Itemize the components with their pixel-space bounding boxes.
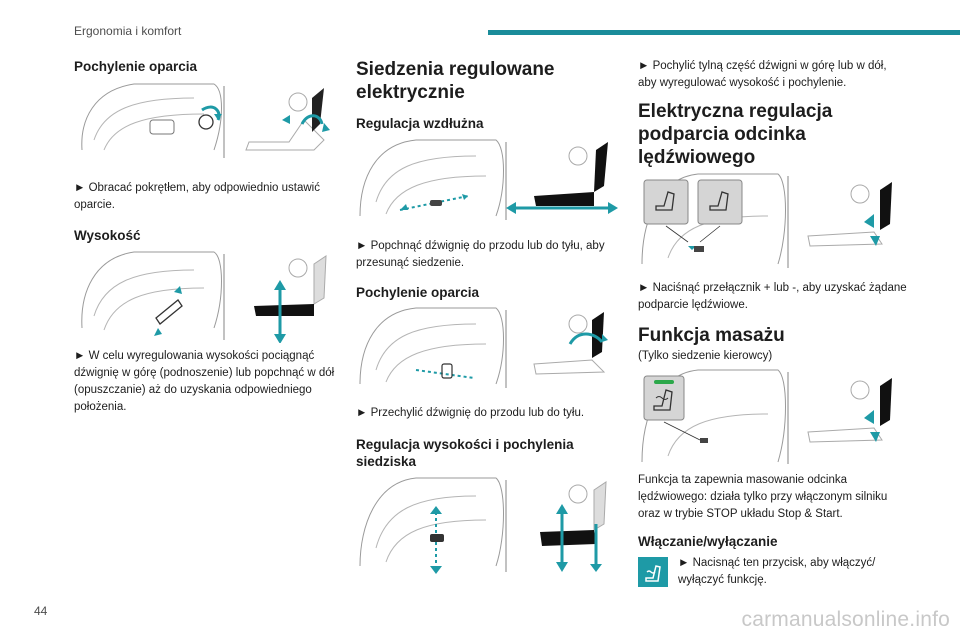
text-height: ► W celu wyregulowania wysokości pociągn… [74, 350, 335, 413]
illustration-lumbar [638, 172, 908, 272]
illustration-backrest-electric [356, 306, 618, 391]
section-title-longitudinal: Regulacja wzdłużna [356, 116, 484, 131]
section-title-backrest-tilt: Pochylenie oparcia [74, 59, 198, 74]
page-number: 44 [34, 604, 48, 618]
section-title-backrest-tilt-electric: Pochylenie oparcia [356, 285, 480, 300]
section-title-lumbar: Elektryczna regulacja podparcia odcinka … [638, 101, 833, 168]
massage-button-icon [638, 557, 668, 587]
text-backrest-tilt: ► Obracać pokrętłem, aby odpowiednio ust… [74, 182, 320, 211]
illustration-massage [638, 368, 908, 468]
illustration-longitudinal [356, 138, 618, 223]
header-accent-bar [488, 30, 960, 35]
section-title-on-off: Włączanie/wyłączanie [638, 534, 778, 549]
text-massage-note: (Tylko siedzenie kierowcy) [638, 350, 773, 362]
text-longitudinal: ► Popchnąć dźwignię do przodu lub do tył… [356, 240, 605, 269]
main-title-electric-seats: Siedzenia regulowane elektrycznie [356, 59, 555, 103]
illustration-backrest-knob [74, 80, 344, 160]
section-title-height: Wysokość [74, 228, 141, 243]
illustration-height-tilt [356, 476, 618, 576]
illustration-height-lever [74, 248, 344, 343]
section-title-height-tilt: Regulacja wysokości i pochylenia siedzis… [356, 437, 574, 469]
text-lumbar: ► Naciśnąć przełącznik + lub -, aby uzys… [638, 282, 907, 311]
text-massage: Funkcja ta zapewnia masowanie odcinka lę… [638, 474, 888, 520]
watermark: carmanualsonline.info [741, 608, 950, 631]
section-title-massage: Funkcja masażu [638, 325, 785, 346]
text-backrest-electric: ► Przechylić dźwignię do przodu lub do t… [356, 407, 585, 419]
text-tilt-back-lever: ► Pochylić tylną część dźwigni w górę lu… [638, 60, 887, 89]
text-on-off: ► Nacisnąć ten przycisk, aby włączyć/ wy… [678, 557, 876, 586]
header-title: Ergonomia i komfort [74, 24, 182, 38]
